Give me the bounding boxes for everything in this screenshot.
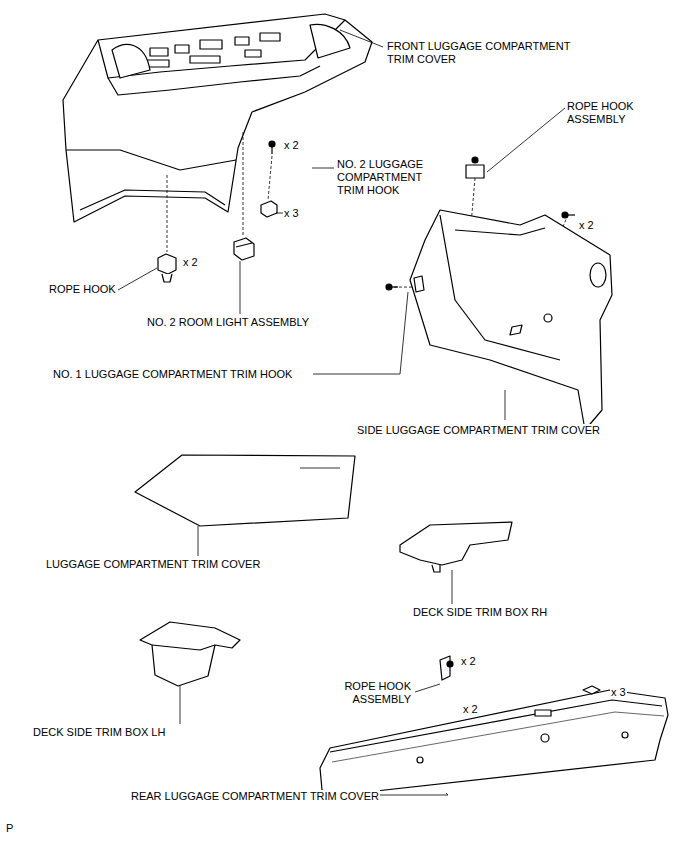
part-name: REAR LUGGAGE COMPARTMENT TRIM COVER [130,790,380,803]
part-name: NO. 1 LUGGAGE COMPARTMENT TRIM HOOK [52,368,293,381]
part-name: ROPE HOOK [48,283,117,296]
part-name: SIDE LUGGAGE COMPARTMENT TRIM COVER [356,424,601,437]
small-parts [158,141,277,282]
deck-box-rh [400,522,512,572]
quantity: x 3 [283,207,300,220]
mat-detail [300,468,340,469]
quantity: x 3 [610,686,627,699]
part-name: NO. 2 LUGGAGE COMPARTMENT TRIM HOOK [336,158,438,197]
quantity: x 2 [182,256,199,269]
rear-trim-cover [320,656,668,795]
side-trim-cover [386,157,612,430]
figure-code: P [5,822,14,835]
deck-box-lh [140,622,240,686]
part-name: FRONT LUGGAGE COMPARTMENT TRIM COVER [386,40,588,66]
quantity: x 2 [460,655,477,668]
front-trim-cover [63,14,372,222]
trim-cover-mat [135,455,355,526]
part-name: ROPE HOOK ASSEMBLY [310,680,412,706]
part-name: ROPE HOOK ASSEMBLY [566,100,648,126]
leader-lines [118,30,565,795]
quantity: x 2 [462,703,479,716]
part-name: NO. 2 ROOM LIGHT ASSEMBLY [146,316,310,329]
part-name: LUGGAGE COMPARTMENT TRIM COVER [45,558,261,571]
quantity: x 2 [283,139,300,152]
part-name: DECK SIDE TRIM BOX LH [32,726,166,739]
quantity: x 2 [578,219,595,232]
part-name: DECK SIDE TRIM BOX RH [412,606,548,619]
